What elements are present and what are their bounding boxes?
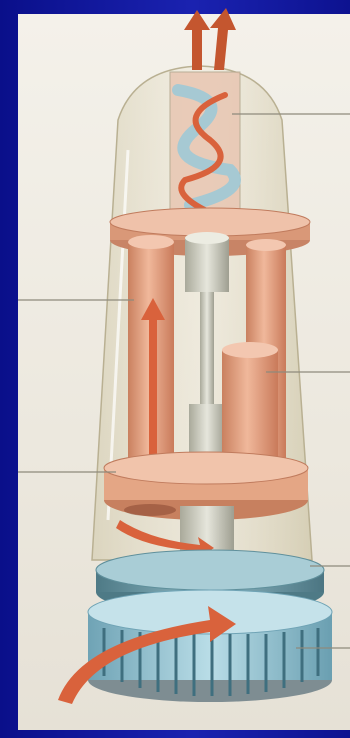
thin-shaft — [200, 292, 214, 404]
lower-disc-top — [104, 452, 308, 484]
inlet-opening — [124, 504, 176, 516]
left-cylinder-top — [128, 235, 174, 249]
collar-top — [96, 550, 324, 590]
right-cylinder-top — [246, 239, 286, 251]
upper-disc-top — [110, 208, 310, 236]
upper-shaft-block — [185, 238, 229, 292]
weight-cylinder-top — [222, 342, 278, 358]
exhaust-arrow-left — [184, 10, 210, 70]
upper-shaft-block-top — [185, 232, 229, 244]
weight-cylinder — [222, 350, 278, 462]
lower-shaft-block — [189, 404, 225, 456]
exhaust-arrow-right — [210, 8, 236, 70]
